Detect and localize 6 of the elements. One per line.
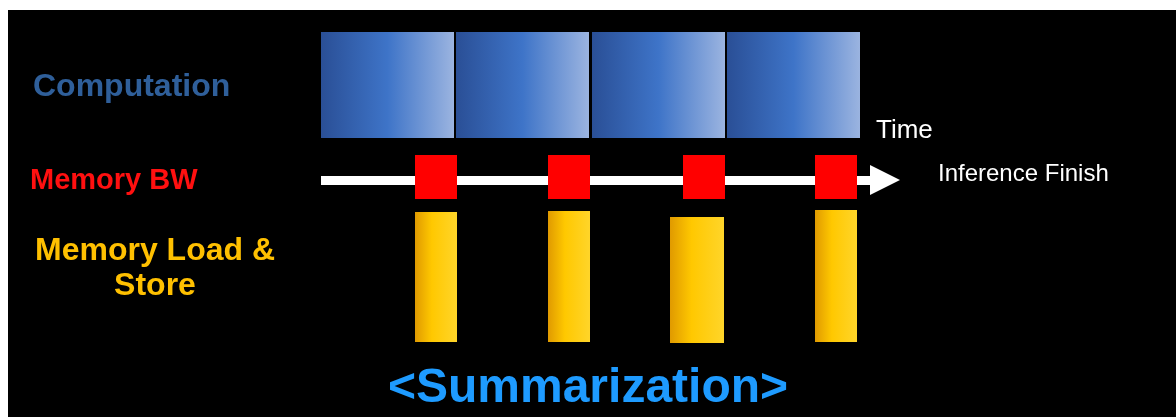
end-label: Inference Finish (938, 160, 1109, 187)
row-label: Computation (33, 68, 231, 104)
row-label: Memory BW (30, 164, 198, 196)
caption: <Summarization> (386, 360, 790, 413)
row-label: Memory Load & Store (34, 232, 276, 303)
axis-label: Time (876, 115, 933, 144)
